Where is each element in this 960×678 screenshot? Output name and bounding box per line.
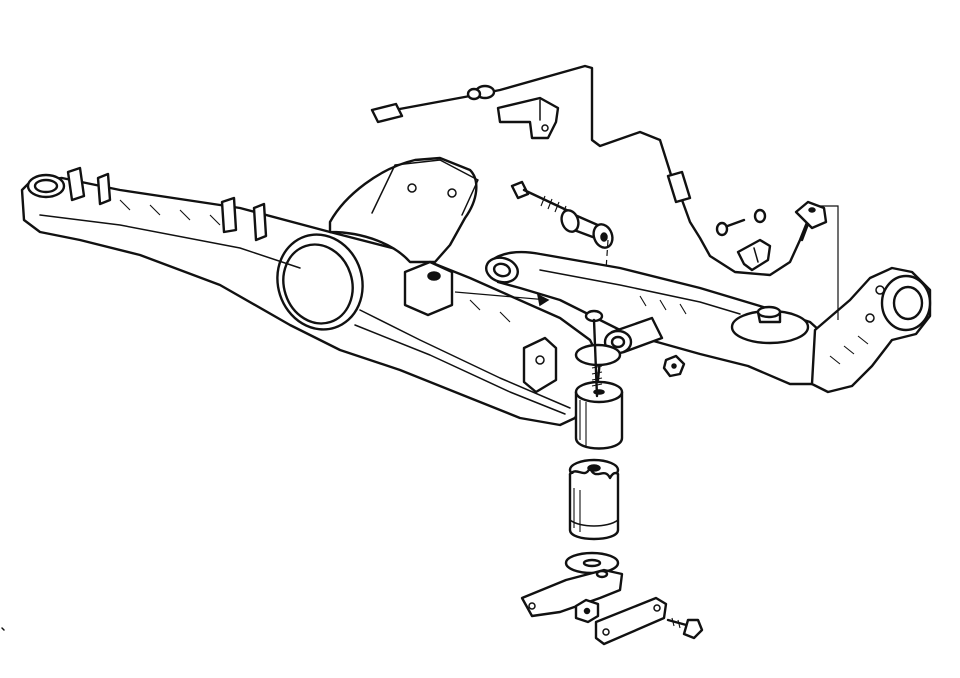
rubber-mount[interactable] (574, 343, 624, 450)
wheel-hub-carrier[interactable] (810, 266, 932, 394)
hex-nut-lower[interactable] (574, 598, 600, 624)
edge-mark (1, 627, 5, 631)
abs-sensor-cable[interactable] (370, 64, 810, 277)
lower-damper-bushing[interactable] (568, 458, 620, 541)
sensor-leader-line (820, 205, 839, 320)
mount-bolt[interactable] (584, 309, 604, 398)
sensor-bolt[interactable] (715, 218, 746, 237)
hex-nut[interactable] (662, 354, 686, 378)
abs-speed-sensor[interactable] (794, 200, 828, 242)
sensor-clip[interactable] (736, 238, 772, 272)
cable-bracket[interactable] (496, 96, 560, 140)
support-washer[interactable] (564, 551, 620, 575)
mounting-bracket[interactable] (520, 568, 668, 646)
hex-bolt[interactable] (666, 617, 704, 640)
leader-arrow (536, 293, 550, 307)
rear-axle-carrier[interactable] (20, 156, 602, 427)
axle-bushing[interactable] (559, 208, 616, 250)
washer[interactable] (753, 208, 767, 224)
leader-line (454, 291, 549, 301)
trailing-arm[interactable] (483, 250, 832, 386)
